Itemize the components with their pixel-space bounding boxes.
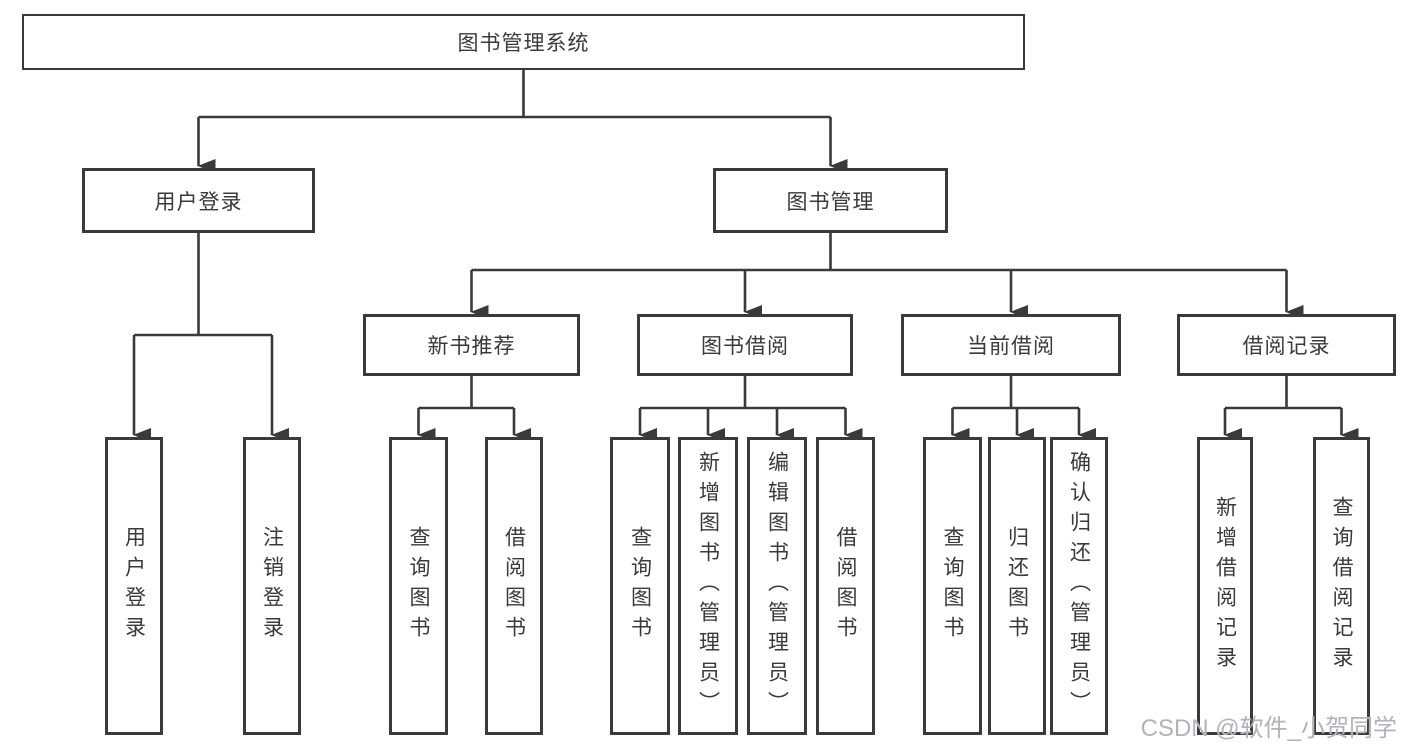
node-book-manage: 图书管理: [713, 168, 948, 233]
node-label: 当前借阅: [967, 335, 1055, 358]
node-label: 图书管理: [786, 190, 875, 214]
csdn-watermark: CSDN @软件_小贺同学: [1140, 715, 1397, 742]
node-label: 确认归还（管理员）: [1067, 451, 1091, 721]
node-current-borrow: 当前借阅: [901, 314, 1121, 376]
node-label: 查询图书: [941, 526, 965, 646]
node-label: 查询借阅记录: [1330, 496, 1354, 676]
node-root-system: 图书管理系统: [22, 14, 1025, 70]
leaf-bb-borrow-book: 借阅图书: [816, 437, 875, 735]
leaf-br-add-record: 新增借阅记录: [1197, 437, 1253, 735]
node-borrow-record: 借阅记录: [1177, 314, 1396, 376]
node-label: 图书借阅: [701, 335, 789, 358]
node-label: 图书管理系统: [457, 32, 590, 55]
node-label: 归还图书: [1005, 526, 1029, 646]
node-label: 用户登录: [122, 526, 146, 646]
node-label: 新书推荐: [427, 335, 516, 358]
leaf-nb-borrow-book: 借阅图书: [485, 437, 543, 735]
leaf-cb-return-book: 归还图书: [988, 437, 1046, 735]
node-label: 新增借阅记录: [1213, 496, 1237, 676]
tree-arrows: [132, 117, 1359, 442]
node-label: 新增图书（管理员）: [696, 451, 720, 721]
node-user-login: 用户登录: [82, 168, 315, 233]
leaf-bb-add-book: 新增图书（管理员）: [678, 437, 738, 735]
node-label: 查询图书: [628, 526, 652, 646]
leaf-cb-query-book: 查询图书: [923, 437, 982, 735]
node-new-book-recommend: 新书推荐: [363, 314, 580, 376]
node-book-borrow: 图书借阅: [637, 314, 853, 376]
leaf-nb-query-book: 查询图书: [389, 437, 448, 735]
leaf-user-login: 用户登录: [105, 437, 163, 735]
node-label: 编辑图书（管理员）: [765, 451, 789, 721]
node-label: 注销登录: [260, 526, 284, 646]
leaf-cb-confirm-return: 确认归还（管理员）: [1050, 437, 1108, 735]
node-label: 用户登录: [154, 190, 243, 214]
node-label: 借阅图书: [502, 526, 526, 646]
node-label: 借阅图书: [834, 526, 858, 646]
node-label: 借阅记录: [1242, 335, 1331, 358]
node-label: 查询图书: [407, 526, 431, 646]
leaf-br-query-record: 查询借阅记录: [1313, 437, 1370, 735]
leaf-bb-query-book: 查询图书: [610, 437, 670, 735]
leaf-bb-edit-book: 编辑图书（管理员）: [747, 437, 807, 735]
leaf-logout: 注销登录: [243, 437, 301, 735]
